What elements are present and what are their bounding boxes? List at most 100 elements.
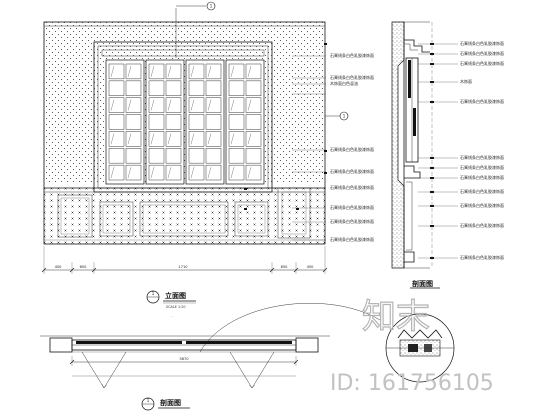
glass-pane xyxy=(108,63,125,80)
glass-pane xyxy=(125,63,142,80)
glass-pane xyxy=(108,80,125,96)
glass-pane xyxy=(188,164,205,181)
section-view: 石膏线条白色乳胶漆饰面 石膏线条白色乳胶漆饰面 石膏线条白色乳胶漆饰面 木饰面 … xyxy=(391,21,504,289)
glass-pane xyxy=(245,131,262,147)
glazed-door-2 xyxy=(145,59,185,185)
glass-pane xyxy=(228,97,245,113)
glass-reflection xyxy=(167,65,172,77)
callout-marker-right-label: 1 xyxy=(343,114,346,119)
glass-reflection xyxy=(110,99,115,111)
glass-pane xyxy=(165,164,182,181)
callout-marker-right xyxy=(339,111,349,121)
glass-pane xyxy=(165,131,182,147)
elevation-scale: SCALE 1:20 xyxy=(166,305,186,309)
watermark-brand: 知末 xyxy=(362,297,430,337)
plan-view: 3670 1 剖面图 xyxy=(40,335,330,411)
glass-pane xyxy=(148,164,165,181)
glass-reflection xyxy=(230,133,235,145)
plan-door-swing-left xyxy=(81,351,127,389)
glass-reflection xyxy=(110,167,115,179)
panel-center-left xyxy=(99,201,134,237)
sec-callout-9: 石膏线条白色乳胶漆饰面 xyxy=(460,188,504,194)
glazed-door-4 xyxy=(225,59,265,185)
elevation-dimensions: 450 650 1710 650 450 xyxy=(41,246,328,274)
sec-callout-4: 木饰面 xyxy=(460,78,472,84)
elevation-title-marker-label: 1 xyxy=(152,291,155,296)
glass-reflection xyxy=(150,65,155,77)
glass-reflection xyxy=(110,65,115,77)
glass-pane xyxy=(245,148,262,164)
elev-callout-7: 石膏线条白色乳胶漆饰面 xyxy=(330,204,374,210)
glass-reflection xyxy=(247,99,252,111)
glass-reflection xyxy=(190,65,195,77)
glass-reflection xyxy=(230,167,235,179)
dim-1: 450 xyxy=(55,265,63,269)
sec-callout-10: 石膏线条白色乳胶漆饰面 xyxy=(460,202,504,208)
sec-callout-8: 石膏线条白色乳胶漆饰面 xyxy=(460,174,504,180)
glass-reflection xyxy=(207,133,212,145)
glass-reflection xyxy=(150,99,155,111)
glass-pane xyxy=(245,114,262,130)
glazed-door-3 xyxy=(185,59,225,185)
elevation-title: 立面图 xyxy=(165,291,186,300)
panel-center-right xyxy=(234,201,269,237)
glass-pane xyxy=(148,148,165,164)
glass-reflection xyxy=(247,167,252,179)
glass-reflection xyxy=(247,65,252,77)
detail-callout xyxy=(199,303,455,383)
glass-pane xyxy=(228,80,245,96)
wall-dot-pattern xyxy=(44,22,325,184)
wall-outline xyxy=(43,21,326,245)
glass-reflection xyxy=(190,99,195,111)
glass-reflection xyxy=(150,167,155,179)
elev-callout-2: 石膏线条白色乳胶漆饰面 xyxy=(330,74,374,80)
glass-pane xyxy=(125,97,142,113)
glass-reflection xyxy=(207,167,212,179)
glazed-doors xyxy=(105,59,265,185)
glass-pane xyxy=(165,97,182,113)
glass-pane xyxy=(228,131,245,147)
glass-pane xyxy=(148,131,165,147)
sec-callout-5: 石膏线条白色乳胶漆饰面 xyxy=(460,98,504,104)
glass-pane xyxy=(108,164,125,181)
dim-2: 650 xyxy=(80,265,88,269)
glass-pane xyxy=(108,148,125,164)
glass-reflection xyxy=(127,65,132,77)
sec-callout-2: 石膏线条白色乳胶漆饰面 xyxy=(460,50,504,56)
svg-text:·: · xyxy=(171,315,172,319)
glass-reflection xyxy=(207,65,212,77)
sec-callout-6: 石膏线条白色乳胶漆饰面 xyxy=(460,154,504,160)
glass-pane xyxy=(125,164,142,181)
plan-door-swing-right xyxy=(229,351,275,389)
glass-pane xyxy=(228,164,245,181)
glass-reflection xyxy=(127,167,132,179)
glass-reflection xyxy=(207,99,212,111)
dim-4: 650 xyxy=(281,265,289,269)
glass-pane xyxy=(125,131,142,147)
sec-callout-12: 石膏线条白色乳胶漆饰面 xyxy=(460,254,504,260)
wall-cross-pattern xyxy=(44,184,325,244)
plan-title-marker-label: 1 xyxy=(147,398,150,403)
glass-pane xyxy=(108,97,125,113)
panel-left xyxy=(57,194,93,238)
glass-reflection xyxy=(230,99,235,111)
elevation-view: 1 1 石膏线条白色乳胶漆饰面 石膏线条白色乳胶漆饰面 木饰面白色混油 石膏线条… xyxy=(41,1,374,319)
glass-reflection xyxy=(167,99,172,111)
glass-pane xyxy=(188,80,205,96)
glass-reflection xyxy=(230,65,235,77)
glass-pane xyxy=(245,97,262,113)
elev-callout-6: 石膏线条白色乳胶漆饰面 xyxy=(330,184,374,190)
section-marker-top-label: 1 xyxy=(210,4,213,9)
glass-pane xyxy=(228,114,245,130)
glass-pane xyxy=(245,63,262,80)
glass-pane xyxy=(188,131,205,147)
glass-pane xyxy=(125,80,142,96)
glass-reflection xyxy=(190,133,195,145)
detail-leader-curve xyxy=(199,303,381,353)
sec-callout-3: 石膏线条白色乳胶漆饰面 xyxy=(460,60,504,66)
glass-pane xyxy=(188,148,205,164)
glass-reflection xyxy=(167,133,172,145)
glass-pane xyxy=(205,63,222,80)
glass-pane xyxy=(148,97,165,113)
